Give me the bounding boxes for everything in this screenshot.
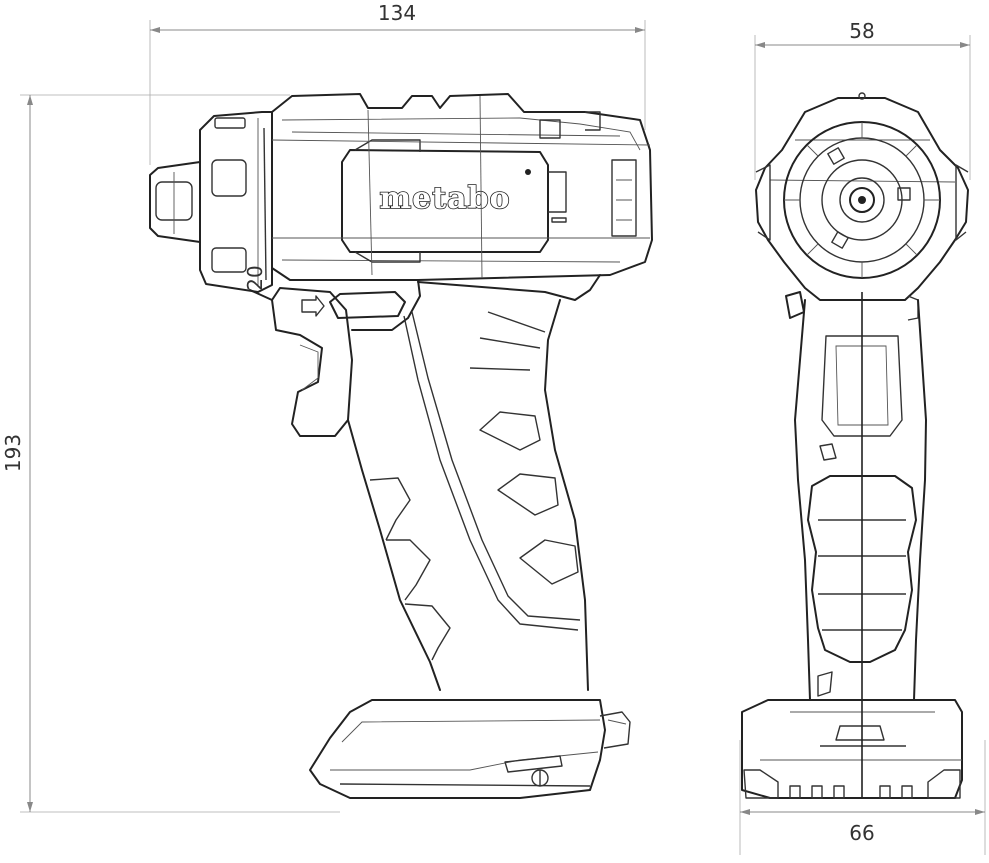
dimension-length-label: 134 bbox=[378, 1, 416, 25]
side-view: 20 metabo bbox=[149, 93, 653, 799]
dimension-width-bottom: 66 bbox=[739, 740, 986, 855]
dimension-height: 193 bbox=[1, 94, 340, 813]
dimension-length: 134 bbox=[149, 1, 646, 165]
dimension-width-top-label: 58 bbox=[849, 19, 874, 43]
dimension-height-label: 193 bbox=[1, 434, 25, 472]
chuck-marking: 20 bbox=[243, 265, 267, 290]
brand-logo: metabo bbox=[379, 181, 510, 216]
dimension-width-bottom-label: 66 bbox=[849, 821, 874, 845]
front-view bbox=[741, 92, 969, 799]
brand-dot bbox=[525, 169, 531, 175]
dimension-width-top: 58 bbox=[754, 19, 971, 180]
